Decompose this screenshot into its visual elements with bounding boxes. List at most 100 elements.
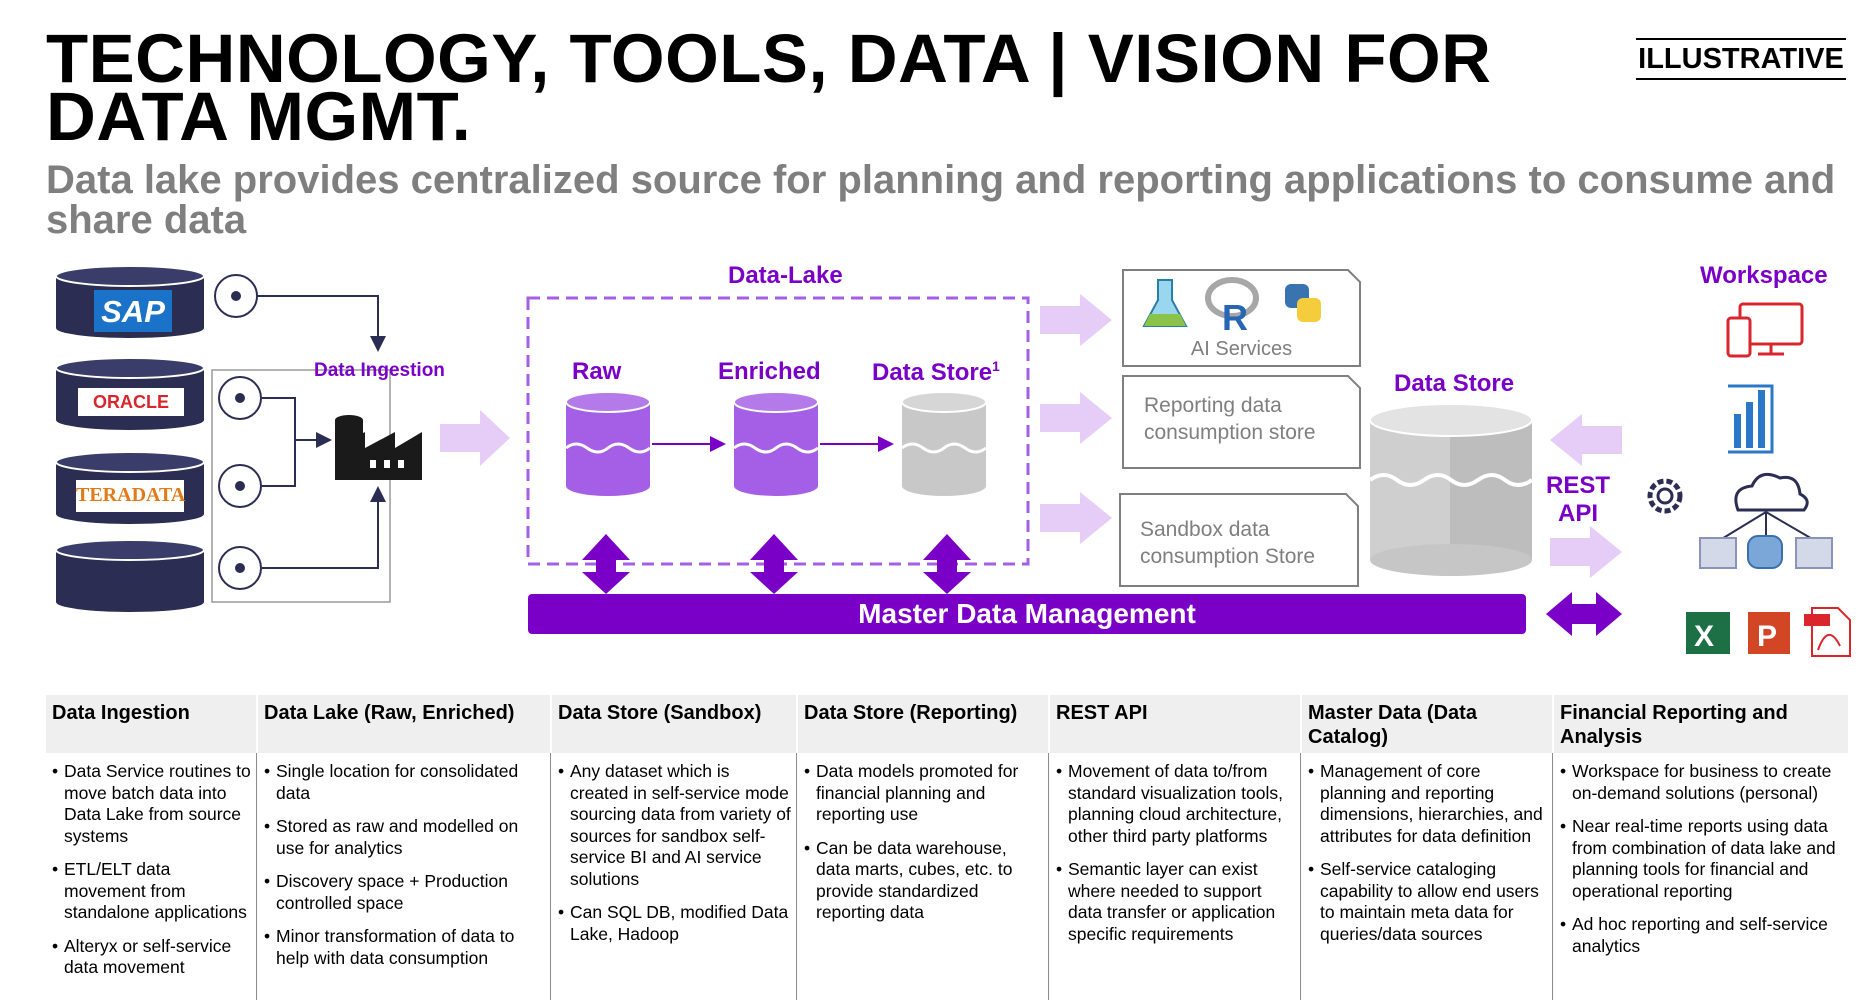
bullet-item: Can be data warehouse, data marts, cubes… — [804, 838, 1044, 924]
column-header: Data Lake (Raw, Enriched) — [258, 695, 550, 753]
teradata-label: TERADATA — [76, 484, 186, 506]
page-subtitle: Data lake provides centralized source fo… — [46, 158, 1836, 242]
datastore-mdm-arrow — [923, 534, 971, 594]
sap-label: SAP — [101, 294, 165, 329]
table-column: Financial Reporting and AnalysisWorkspac… — [1554, 695, 1848, 1000]
sandbox-store-label: Sandbox data consumption Store — [1140, 518, 1316, 568]
svg-text:R: R — [1222, 297, 1248, 338]
powerpoint-icon: P — [1748, 612, 1790, 654]
reporting-store-box — [1122, 375, 1361, 469]
flask-icon — [1142, 279, 1188, 327]
power-bi-icon — [1728, 384, 1774, 454]
column-header: Financial Reporting and Analysis — [1554, 695, 1848, 753]
flow-arrow-3 — [1040, 392, 1112, 444]
column-bullets: Data Service routines to move batch data… — [46, 753, 256, 979]
master-data-management-bar: Master Data Management — [528, 594, 1526, 634]
bullet-item: Semantic layer can exist where needed to… — [1056, 859, 1296, 945]
enriched-label: Enriched — [718, 358, 821, 385]
lake-datastore-label: Data Store1 — [872, 358, 1000, 387]
column-divider — [1552, 753, 1553, 1000]
raw-cylinder-icon — [565, 391, 651, 496]
data-store-cylinder-icon — [1368, 403, 1534, 576]
flow-arrow-2 — [1040, 294, 1112, 346]
data-store-title: Data Store — [1394, 370, 1515, 397]
bullet-item: Self-service cataloging capability to al… — [1308, 859, 1548, 945]
oracle-logo — [78, 388, 184, 416]
bullet-item: Stored as raw and modelled on use for an… — [264, 816, 546, 859]
svg-text:X: X — [1694, 620, 1714, 653]
enriched-mdm-arrow — [750, 534, 798, 594]
r-language-icon: R — [1205, 277, 1259, 338]
ingestion-frame — [211, 369, 391, 603]
footnote-marker: 1 — [992, 358, 1000, 374]
bullet-item: Near real-time reports using data from c… — [1560, 816, 1844, 902]
column-header: Master Data (Data Catalog) — [1302, 695, 1552, 753]
ai-services-label: AI Services — [1190, 338, 1293, 360]
bullet-item: Discovery space + Production controlled … — [264, 871, 546, 914]
column-header: REST API — [1050, 695, 1300, 753]
table-column: REST API Movement of data to/from standar… — [1050, 695, 1300, 1000]
column-divider — [796, 753, 797, 1000]
bullet-item: Data models promoted for financial plann… — [804, 761, 1044, 826]
bullet-item: Alteryx or self-service data movement — [52, 936, 252, 979]
pdf-icon — [1804, 607, 1851, 657]
mdm-workspace-arrow — [1546, 592, 1622, 636]
ingestion-label: Data Ingestion — [314, 360, 445, 381]
bullet-item: Data Service routines to move batch data… — [52, 761, 252, 847]
reporting-store-label: Reporting data consumption store — [1144, 394, 1316, 444]
table-column: Data Lake (Raw, Enriched)Single location… — [258, 695, 550, 1000]
generic-database-icon — [55, 539, 205, 612]
bullet-item: ETL/ELT data movement from standalone ap… — [52, 859, 252, 924]
devices-icon — [1726, 302, 1804, 358]
factory-icon — [335, 415, 422, 480]
bullet-item: Single location for consolidated data — [264, 761, 546, 804]
bullet-item: Can SQL DB, modified Data Lake, Hadoop — [558, 902, 792, 945]
bullet-item: Ad hoc reporting and self-service analyt… — [1560, 914, 1844, 957]
bullet-item: Any dataset which is created in self-ser… — [558, 761, 792, 890]
illustrative-tag: ILLUSTRATIVE — [1636, 38, 1846, 80]
column-bullets: Workspace for business to create on-dema… — [1554, 753, 1848, 957]
raw-label: Raw — [572, 358, 622, 385]
column-header: Data Store (Sandbox) — [552, 695, 796, 753]
column-bullets: Single location for consolidated dataSto… — [258, 753, 550, 969]
cloud-network-icon — [1699, 472, 1833, 569]
svg-text:P: P — [1757, 620, 1777, 653]
bullet-item: Movement of data to/from standard visual… — [1056, 761, 1296, 847]
workspace-in-arrow — [1550, 414, 1622, 466]
column-header: Data Ingestion — [46, 695, 256, 753]
table-column: Data Store (Reporting) Data models promot… — [798, 695, 1048, 1000]
flow-arrow-4 — [1040, 492, 1112, 544]
bullet-item: Management of core planning and reportin… — [1308, 761, 1548, 847]
column-divider — [1300, 753, 1301, 1000]
column-divider — [1048, 753, 1049, 1000]
rest-api-label: REST API — [1545, 472, 1610, 527]
bullet-item: Minor transformation of data to help wit… — [264, 926, 546, 969]
bullet-item: Workspace for business to create on-dema… — [1560, 761, 1844, 804]
flow-arrow-1 — [440, 410, 510, 466]
column-divider — [256, 753, 257, 1000]
raw-mdm-arrow — [582, 534, 630, 594]
enriched-cylinder-icon — [733, 391, 819, 496]
lake-datastore-cylinder-icon — [901, 391, 987, 496]
column-divider — [550, 753, 551, 1000]
sandbox-store-box — [1119, 493, 1359, 587]
column-bullets: Any dataset which is created in self-ser… — [552, 753, 796, 945]
oracle-label: ORACLE — [93, 392, 169, 412]
table-column: Data Store (Sandbox) Any dataset which is… — [552, 695, 796, 1000]
lake-datastore-text: Data Store — [872, 359, 993, 386]
column-bullets: Movement of data to/from standard visual… — [1050, 753, 1300, 945]
workspace-out-arrow — [1550, 526, 1622, 578]
architecture-diagram: R X — [55, 265, 1851, 657]
column-header: Data Store (Reporting) — [798, 695, 1048, 753]
excel-icon: X — [1686, 612, 1730, 654]
column-bullets: Data models promoted for financial plann… — [798, 753, 1048, 924]
table-column: Master Data (Data Catalog) Management of … — [1302, 695, 1552, 1000]
page-title: TECHNOLOGY, TOOLS, DATA | VISION FOR DAT… — [46, 20, 1492, 155]
teradata-logo — [76, 480, 184, 512]
column-bullets: Management of core planning and reportin… — [1302, 753, 1552, 945]
data-lake-label: Data-Lake — [728, 262, 843, 289]
workspace-label: Workspace — [1700, 262, 1828, 289]
gear-icon — [1647, 478, 1683, 514]
python-icon — [1285, 284, 1321, 322]
